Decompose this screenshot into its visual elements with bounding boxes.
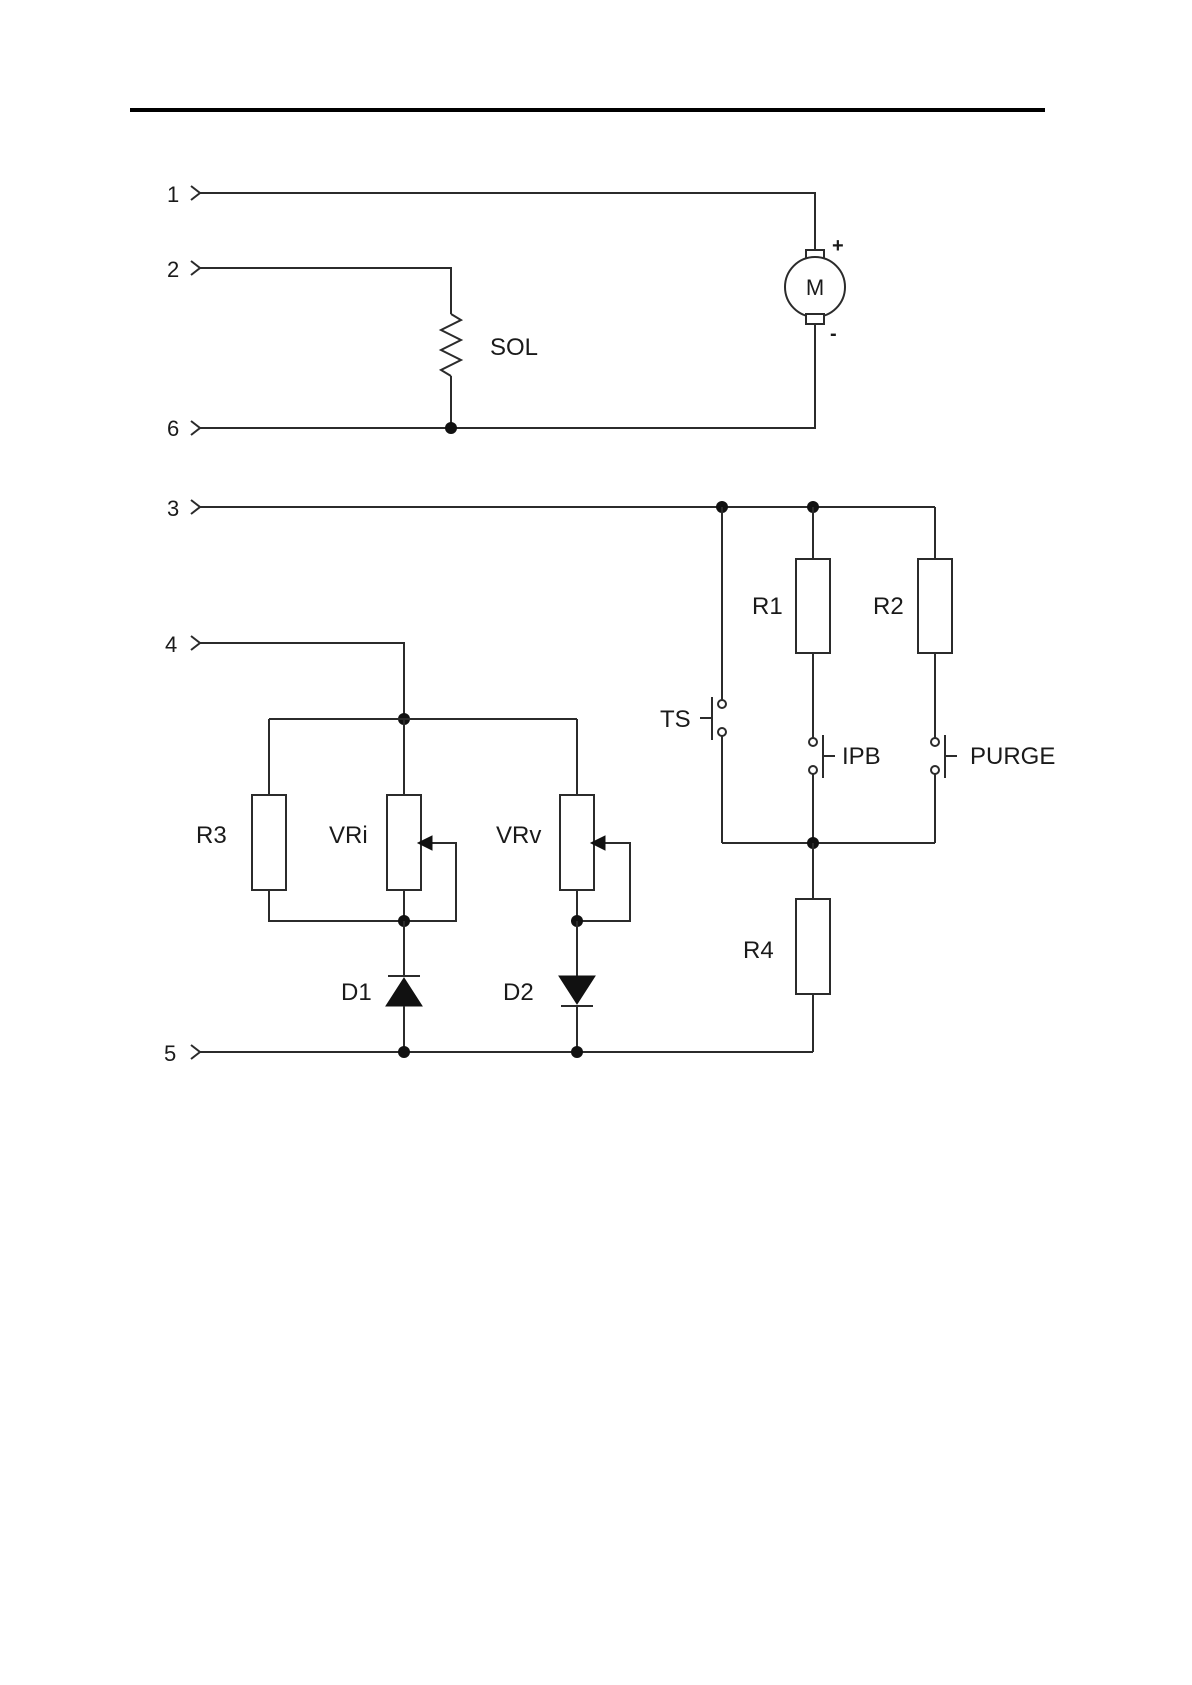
solenoid-coil	[441, 314, 461, 376]
terminal-4-label: 4	[165, 632, 177, 657]
diode-d1-label: D1	[341, 979, 372, 1006]
switch-purge-label: PURGE	[970, 743, 1055, 770]
terminal-5-label: 5	[164, 1041, 176, 1066]
potentiometer-vrv: VRv	[496, 795, 630, 921]
terminal-1-label: 1	[167, 182, 179, 207]
potentiometer-vri-label: VRi	[329, 822, 368, 849]
switch-ipb-label: IPB	[842, 743, 881, 770]
switch-ts: TS	[660, 697, 726, 740]
resistor-r3-label: R3	[196, 822, 227, 849]
switch-ipb: IPB	[809, 735, 881, 778]
motor-bottom-brush	[806, 314, 824, 324]
wire-terminal-1-to-motor	[200, 193, 815, 252]
resistor-r1-label: R1	[752, 593, 783, 620]
wire-terminal-4	[200, 643, 404, 719]
wire-terminal-2-to-solenoid	[200, 268, 451, 314]
motor-minus-label: -	[830, 323, 837, 345]
junction-node-6	[445, 422, 457, 434]
terminal-2: 2	[167, 257, 200, 282]
resistor-r1	[796, 559, 830, 653]
resistor-r2-label: R2	[873, 593, 904, 620]
terminal-6-label: 6	[167, 416, 179, 441]
resistor-r4-label: R4	[743, 937, 774, 964]
resistor-r4	[796, 899, 830, 994]
switch-ts-label: TS	[660, 706, 691, 733]
potentiometer-vrv-label: VRv	[496, 822, 541, 849]
terminal-2-label: 2	[167, 257, 179, 282]
solenoid: SOL	[441, 314, 538, 376]
switch-purge: PURGE	[931, 735, 1055, 778]
diode-d2-label: D2	[503, 979, 534, 1006]
resistor-r3	[252, 795, 286, 890]
resistor-r2	[918, 559, 952, 653]
motor-plus-label: +	[832, 235, 844, 257]
solenoid-label: SOL	[490, 334, 538, 361]
terminal-4: 4	[165, 632, 200, 657]
junction-d2-bottom	[571, 1046, 583, 1058]
terminal-5: 5	[164, 1041, 200, 1066]
diode-d2: D2	[503, 976, 595, 1006]
terminal-1: 1	[167, 182, 200, 207]
wire-r3-lower	[269, 890, 404, 921]
motor-label: M	[806, 275, 824, 300]
terminal-6: 6	[167, 416, 200, 441]
diode-d1: D1	[341, 976, 422, 1006]
terminal-3: 3	[167, 496, 200, 521]
junction-d1-bottom	[398, 1046, 410, 1058]
terminal-3-label: 3	[167, 496, 179, 521]
potentiometer-vri: VRi	[329, 795, 456, 921]
